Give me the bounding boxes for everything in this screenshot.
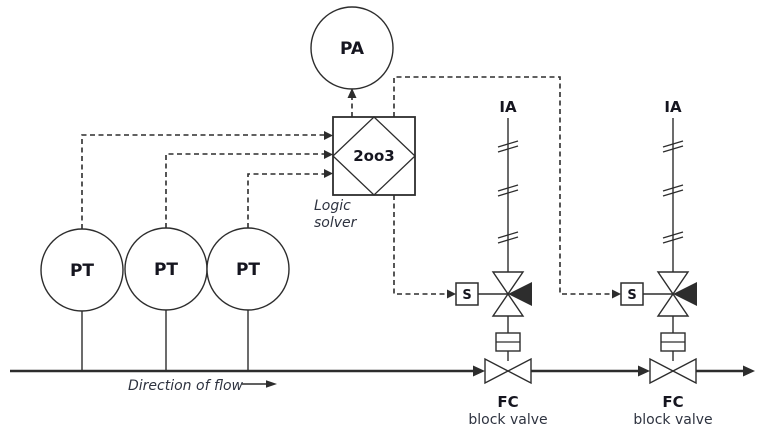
pt3-signal-line [247,173,324,228]
trip-signal-line-2 [393,76,612,295]
pt1-label: PT [70,261,94,281]
solenoid-label-2: S [627,288,636,303]
ia-break-marks-2 [662,140,684,244]
pressure-alarm-label: PA [340,39,365,59]
block-valve-2 [649,357,697,385]
block-valve-1-label: FC [497,393,518,411]
flow-direction-caption: Direction of flow [128,378,244,394]
valve-actuator-2 [660,332,686,352]
logic-solver-caption-line2: solver [314,215,358,231]
solenoid-label-1: S [462,288,471,303]
vent-port-triangle-1 [508,282,532,306]
vent-port-triangle-2 [673,282,697,306]
block-valve-2-caption: block valve [633,412,712,428]
valve-actuator-1 [495,332,521,352]
block-valve-2-label: FC [662,393,683,411]
pt1-circle [40,228,124,312]
logic-solver-box [332,116,416,196]
ia-label-2: IA [664,98,682,116]
three-way-valve-1 [491,271,532,317]
logic-solver-diamond [332,116,416,196]
flow-arrow-2-icon [638,365,650,377]
pt3-label: PT [236,260,260,280]
trip-signal-line-1 [393,195,447,295]
pt1-signal-line [81,134,324,229]
pt2-signal-line [165,153,324,228]
alarm-signal-arrow-icon [347,88,357,98]
logic-solver-label: 2oo3 [353,147,394,165]
pt2-signal-arrow-icon [324,150,333,159]
trip-signal-arrow-2-icon [612,289,621,299]
trip-signal-arrow-1-icon [447,289,456,299]
logic-solver-caption-line1: Logic [314,198,351,214]
block-valve-1 [484,357,532,385]
pt2-label: PT [154,260,178,280]
block-valve-1-caption: block valve [468,412,547,428]
flow-arrow-1-icon [473,365,485,377]
pt3-circle [206,227,290,311]
flow-arrow-3-icon [743,365,755,377]
ia-label-1: IA [499,98,517,116]
pt1-signal-arrow-icon [324,131,333,140]
ia-break-marks-1 [497,140,519,244]
flow-direction-arrow-icon [266,380,277,388]
three-way-valve-2 [656,271,697,317]
pt3-signal-arrow-icon [324,169,333,178]
